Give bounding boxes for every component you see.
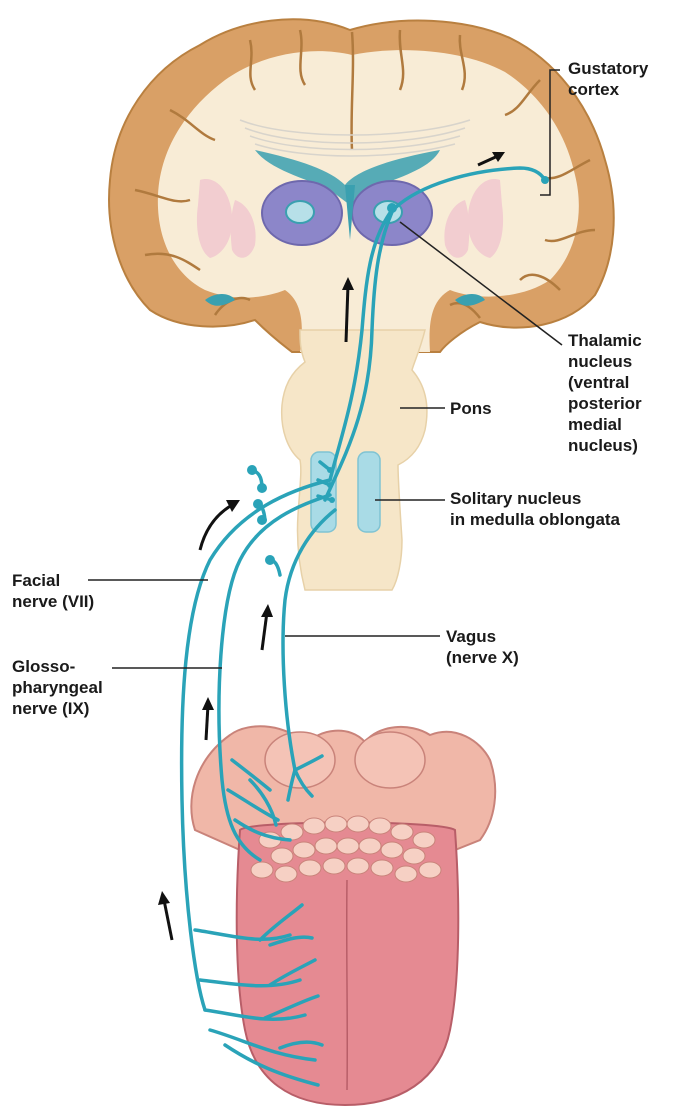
label-line: Pons	[450, 398, 492, 419]
label-glossopharyngeal-nerve: Glosso- pharyngeal nerve (IX)	[12, 656, 103, 719]
solitary-nucleus-right	[358, 452, 380, 532]
label-line: nerve (IX)	[12, 698, 103, 719]
label-line: cortex	[568, 79, 648, 100]
brainstem	[282, 330, 427, 590]
label-facial-nerve: Facial nerve (VII)	[12, 570, 94, 612]
label-line: Vagus	[446, 626, 519, 647]
label-vagus-nerve: Vagus (nerve X)	[446, 626, 519, 668]
label-pons: Pons	[450, 398, 492, 419]
label-line: (ventral	[568, 372, 642, 393]
label-line: medial	[568, 414, 642, 435]
label-solitary-nucleus: Solitary nucleus in medulla oblongata	[450, 488, 620, 530]
arrow-facial-lower	[158, 891, 172, 940]
arrow-facial-upper	[200, 500, 240, 550]
label-line: (nerve X)	[446, 647, 519, 668]
label-thalamic-nucleus: Thalamic nucleus (ventral posterior medi…	[568, 330, 642, 456]
label-line: Gustatory	[568, 58, 648, 79]
midbrain-pons	[282, 330, 427, 590]
label-line: Facial	[12, 570, 94, 591]
label-line: in medulla oblongata	[450, 509, 620, 530]
label-line: Glosso-	[12, 656, 103, 677]
label-gustatory-cortex: Gustatory cortex	[568, 58, 648, 100]
tongue	[191, 726, 495, 1105]
label-line: Thalamic	[568, 330, 642, 351]
brain-coronal-section	[109, 19, 614, 352]
arrow-glosso	[202, 697, 214, 740]
label-line: pharyngeal	[12, 677, 103, 698]
label-line: posterior	[568, 393, 642, 414]
label-line: nucleus	[568, 351, 642, 372]
label-line: nerve (VII)	[12, 591, 94, 612]
label-line: nucleus)	[568, 435, 642, 456]
arrow-vagus	[261, 604, 273, 650]
label-line: Solitary nucleus	[450, 488, 620, 509]
